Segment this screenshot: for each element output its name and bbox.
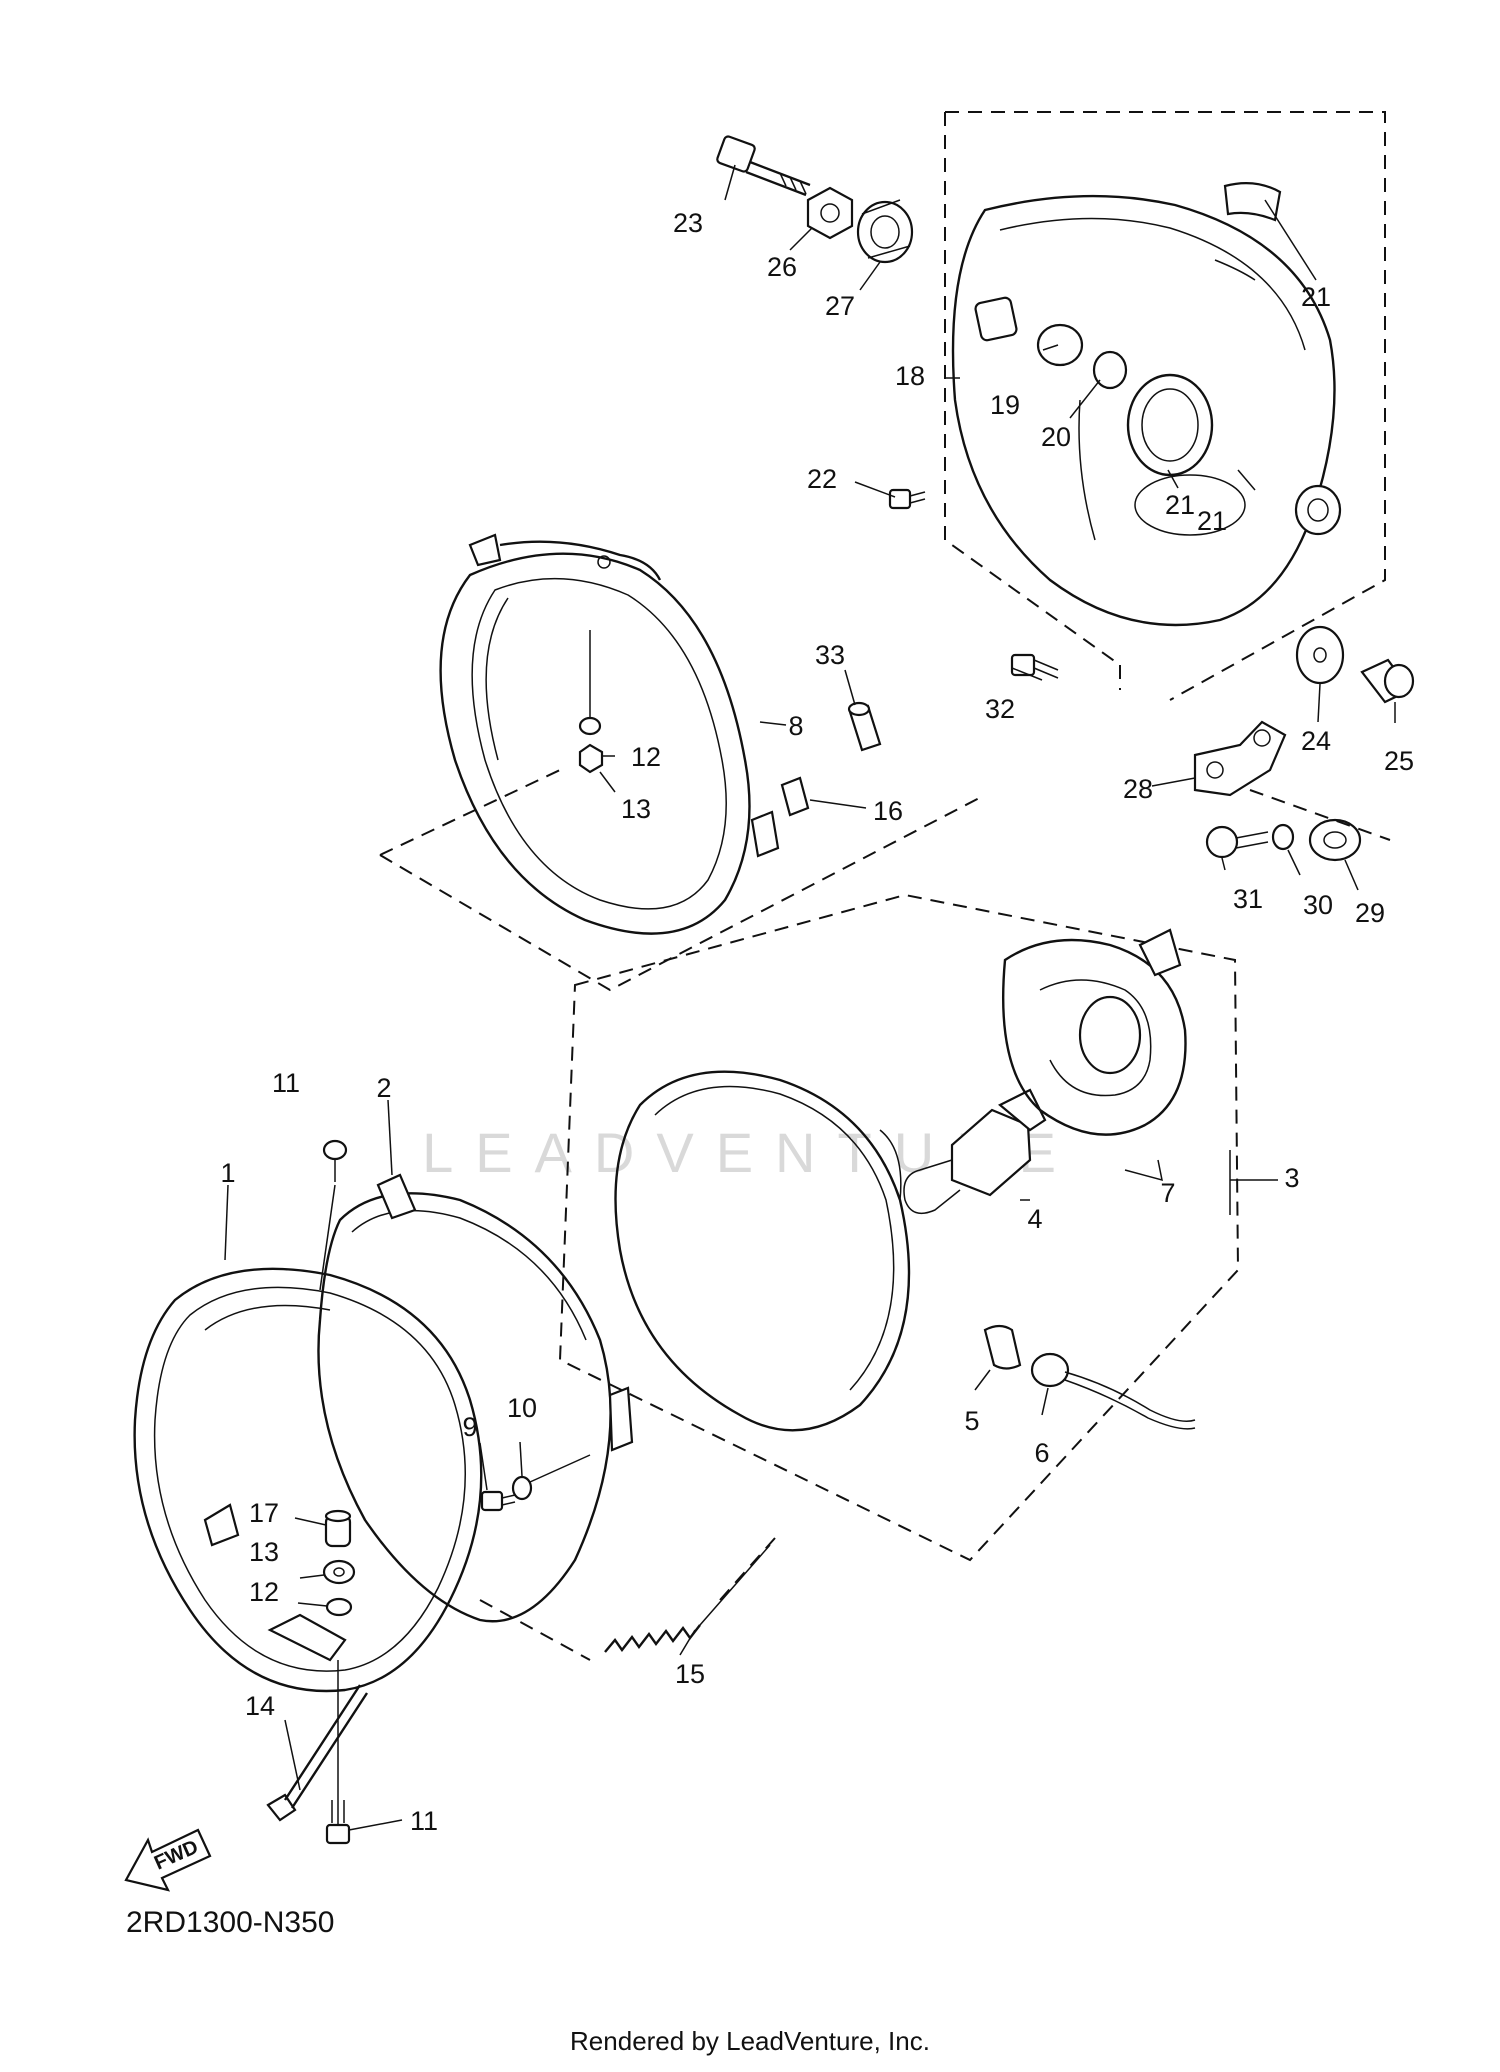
callout-8: 8 (788, 711, 803, 741)
screw-part (888, 488, 926, 510)
callout-3: 3 (1284, 1163, 1299, 1193)
callout-33: 33 (815, 640, 845, 670)
position-bulb-part (983, 1324, 1022, 1370)
callout-29: 29 (1355, 898, 1385, 928)
screw-part (1010, 653, 1059, 679)
nut-part (578, 743, 604, 774)
callout-2: 2 (376, 1073, 391, 1103)
callout-14: 14 (245, 1691, 275, 1721)
collar-part (847, 701, 882, 752)
callout-26: 26 (767, 252, 797, 282)
screw-part (480, 1490, 516, 1512)
washer-part (322, 1559, 356, 1585)
callout-12-lower: 12 (249, 1577, 279, 1607)
callout-1: 1 (220, 1158, 235, 1188)
grommet-part (856, 199, 914, 264)
callout-21-middle: 21 (1165, 490, 1195, 520)
washer-part (1295, 625, 1345, 685)
callout-27: 27 (825, 291, 855, 321)
mounting-bolt-part (716, 135, 811, 197)
collar-part (1360, 658, 1415, 704)
callout-5: 5 (964, 1406, 979, 1436)
callout-16: 16 (873, 796, 903, 826)
clip-part (780, 776, 810, 817)
collar-part (324, 1509, 352, 1548)
callout-7: 7 (1160, 1178, 1175, 1208)
callout-6: 6 (1034, 1438, 1049, 1468)
watermark: LEADVENTURE (422, 1121, 1078, 1184)
callout-25: 25 (1384, 746, 1414, 776)
callout-9: 9 (462, 1412, 477, 1442)
headlight-unit-part (558, 893, 1240, 1562)
callout-21-lower: 21 (1197, 506, 1227, 536)
socket-cover-part (1002, 928, 1187, 1136)
forward-direction-arrow: FWD (124, 1828, 212, 1892)
callout-19: 19 (990, 390, 1020, 420)
callout-13-upper: 13 (621, 794, 651, 824)
leader-lines (224, 164, 1396, 1831)
footer-credit: Rendered by LeadVenture, Inc. (570, 2026, 930, 2056)
mounting-rim-part (317, 1173, 634, 1623)
diagram-code: 2RD1300-N350 (126, 1906, 334, 1939)
callout-17: 17 (249, 1498, 279, 1528)
callout-30: 30 (1303, 890, 1333, 920)
callout-31: 31 (1233, 884, 1263, 914)
spring-part (604, 1544, 771, 1653)
callout-13-lower: 13 (249, 1537, 279, 1567)
washer-part (1271, 823, 1295, 851)
washer-part (511, 1475, 533, 1501)
callout-11-top: 11 (272, 1068, 300, 1098)
adjusting-bolt-part (266, 1684, 369, 1822)
callout-28: 28 (1123, 774, 1153, 804)
bolt-part (1205, 825, 1269, 859)
screw-part (325, 1800, 351, 1845)
nut-part (806, 186, 854, 240)
callout-24: 24 (1301, 726, 1331, 756)
headlight-housing-part (944, 111, 1386, 701)
screw-part (322, 1139, 348, 1182)
washer-part (325, 1597, 353, 1617)
headlight-rim-part (133, 1267, 483, 1693)
bulb-socket-part (1030, 1352, 1196, 1430)
callout-32: 32 (985, 694, 1015, 724)
bulb-part (903, 1088, 1047, 1215)
callout-23: 23 (673, 208, 703, 238)
callout-12-upper: 12 (631, 742, 661, 772)
callout-22: 22 (807, 464, 837, 494)
callout-10: 10 (507, 1393, 537, 1423)
headlight-inner-rim-part (439, 533, 780, 935)
callout-11-bottom: 11 (410, 1806, 438, 1836)
washer-part (578, 716, 602, 736)
callout-4: 4 (1027, 1204, 1042, 1234)
callout-18: 18 (895, 361, 925, 391)
bracket-part (1193, 720, 1287, 797)
damper-part (1308, 818, 1362, 862)
callout-15: 15 (675, 1659, 705, 1689)
callout-20: 20 (1041, 422, 1071, 452)
callout-21-top: 21 (1301, 282, 1331, 312)
